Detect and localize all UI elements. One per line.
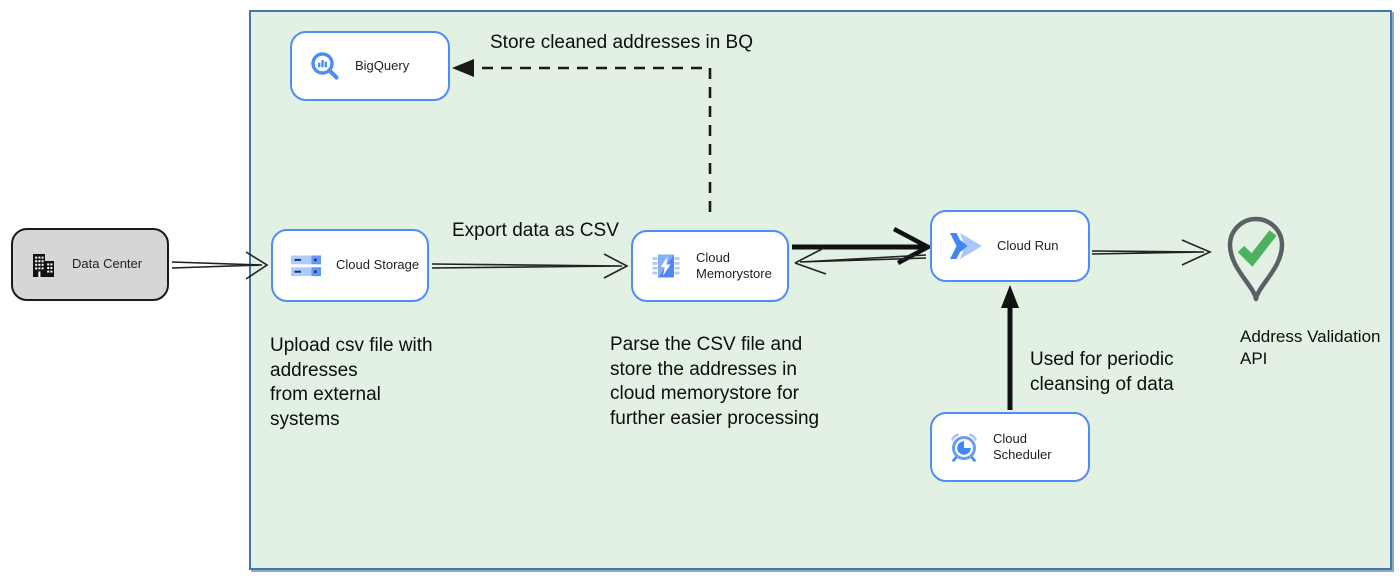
annotation-upload-note: Upload csv file with addresses from exte… [270,335,433,430]
address-validation-api-pin [1220,208,1292,313]
node-data-center: Data Center [11,228,169,301]
annotation-store-bq: Store cleaned addresses in BQ [490,32,753,53]
location-pin-check-icon [1220,208,1292,308]
node-bigquery: BigQuery [290,31,450,101]
annotation-export-csv: Export data as CSV [452,220,619,241]
node-cloud-memorystore: Cloud Memorystore [631,230,789,302]
cloud-boundary [249,10,1392,570]
node-label: BigQuery [355,57,410,73]
annotation-parse-note: Parse the CSV file and store the address… [610,334,820,429]
arrow-memorystore-to-bigquery-dashed [452,59,712,212]
node-cloud-run: Cloud Run [930,210,1090,282]
node-label: Data Center [72,256,143,272]
node-cloud-scheduler: Cloud Scheduler [930,412,1090,482]
arrow-memorystore-to-run [792,227,933,265]
bigquery-icon [308,49,342,83]
annotation-periodic-note: Used for periodic cleansing of data [1030,349,1174,395]
arrow-datacenter-to-storage [171,251,269,280]
arrow-run-to-memorystore [794,247,927,275]
address-validation-api-label: Address Validation API [1240,327,1381,368]
node-cloud-storage: Cloud Storage [271,229,429,302]
data-center-icon [29,250,59,280]
arrow-storage-to-memorystore [431,253,629,279]
cloud-scheduler-icon [946,429,982,465]
node-label: Cloud Scheduler [993,430,1052,462]
cloud-run-icon [948,231,984,261]
node-label: Cloud Memorystore [696,249,772,281]
cloud-memorystore-icon [649,249,683,283]
cloud-storage-icon [289,251,323,281]
arrow-scheduler-to-run [1001,285,1019,410]
node-label: Cloud Storage [336,257,420,273]
arrow-run-to-pin [1091,239,1212,266]
node-label: Cloud Run [997,237,1059,253]
